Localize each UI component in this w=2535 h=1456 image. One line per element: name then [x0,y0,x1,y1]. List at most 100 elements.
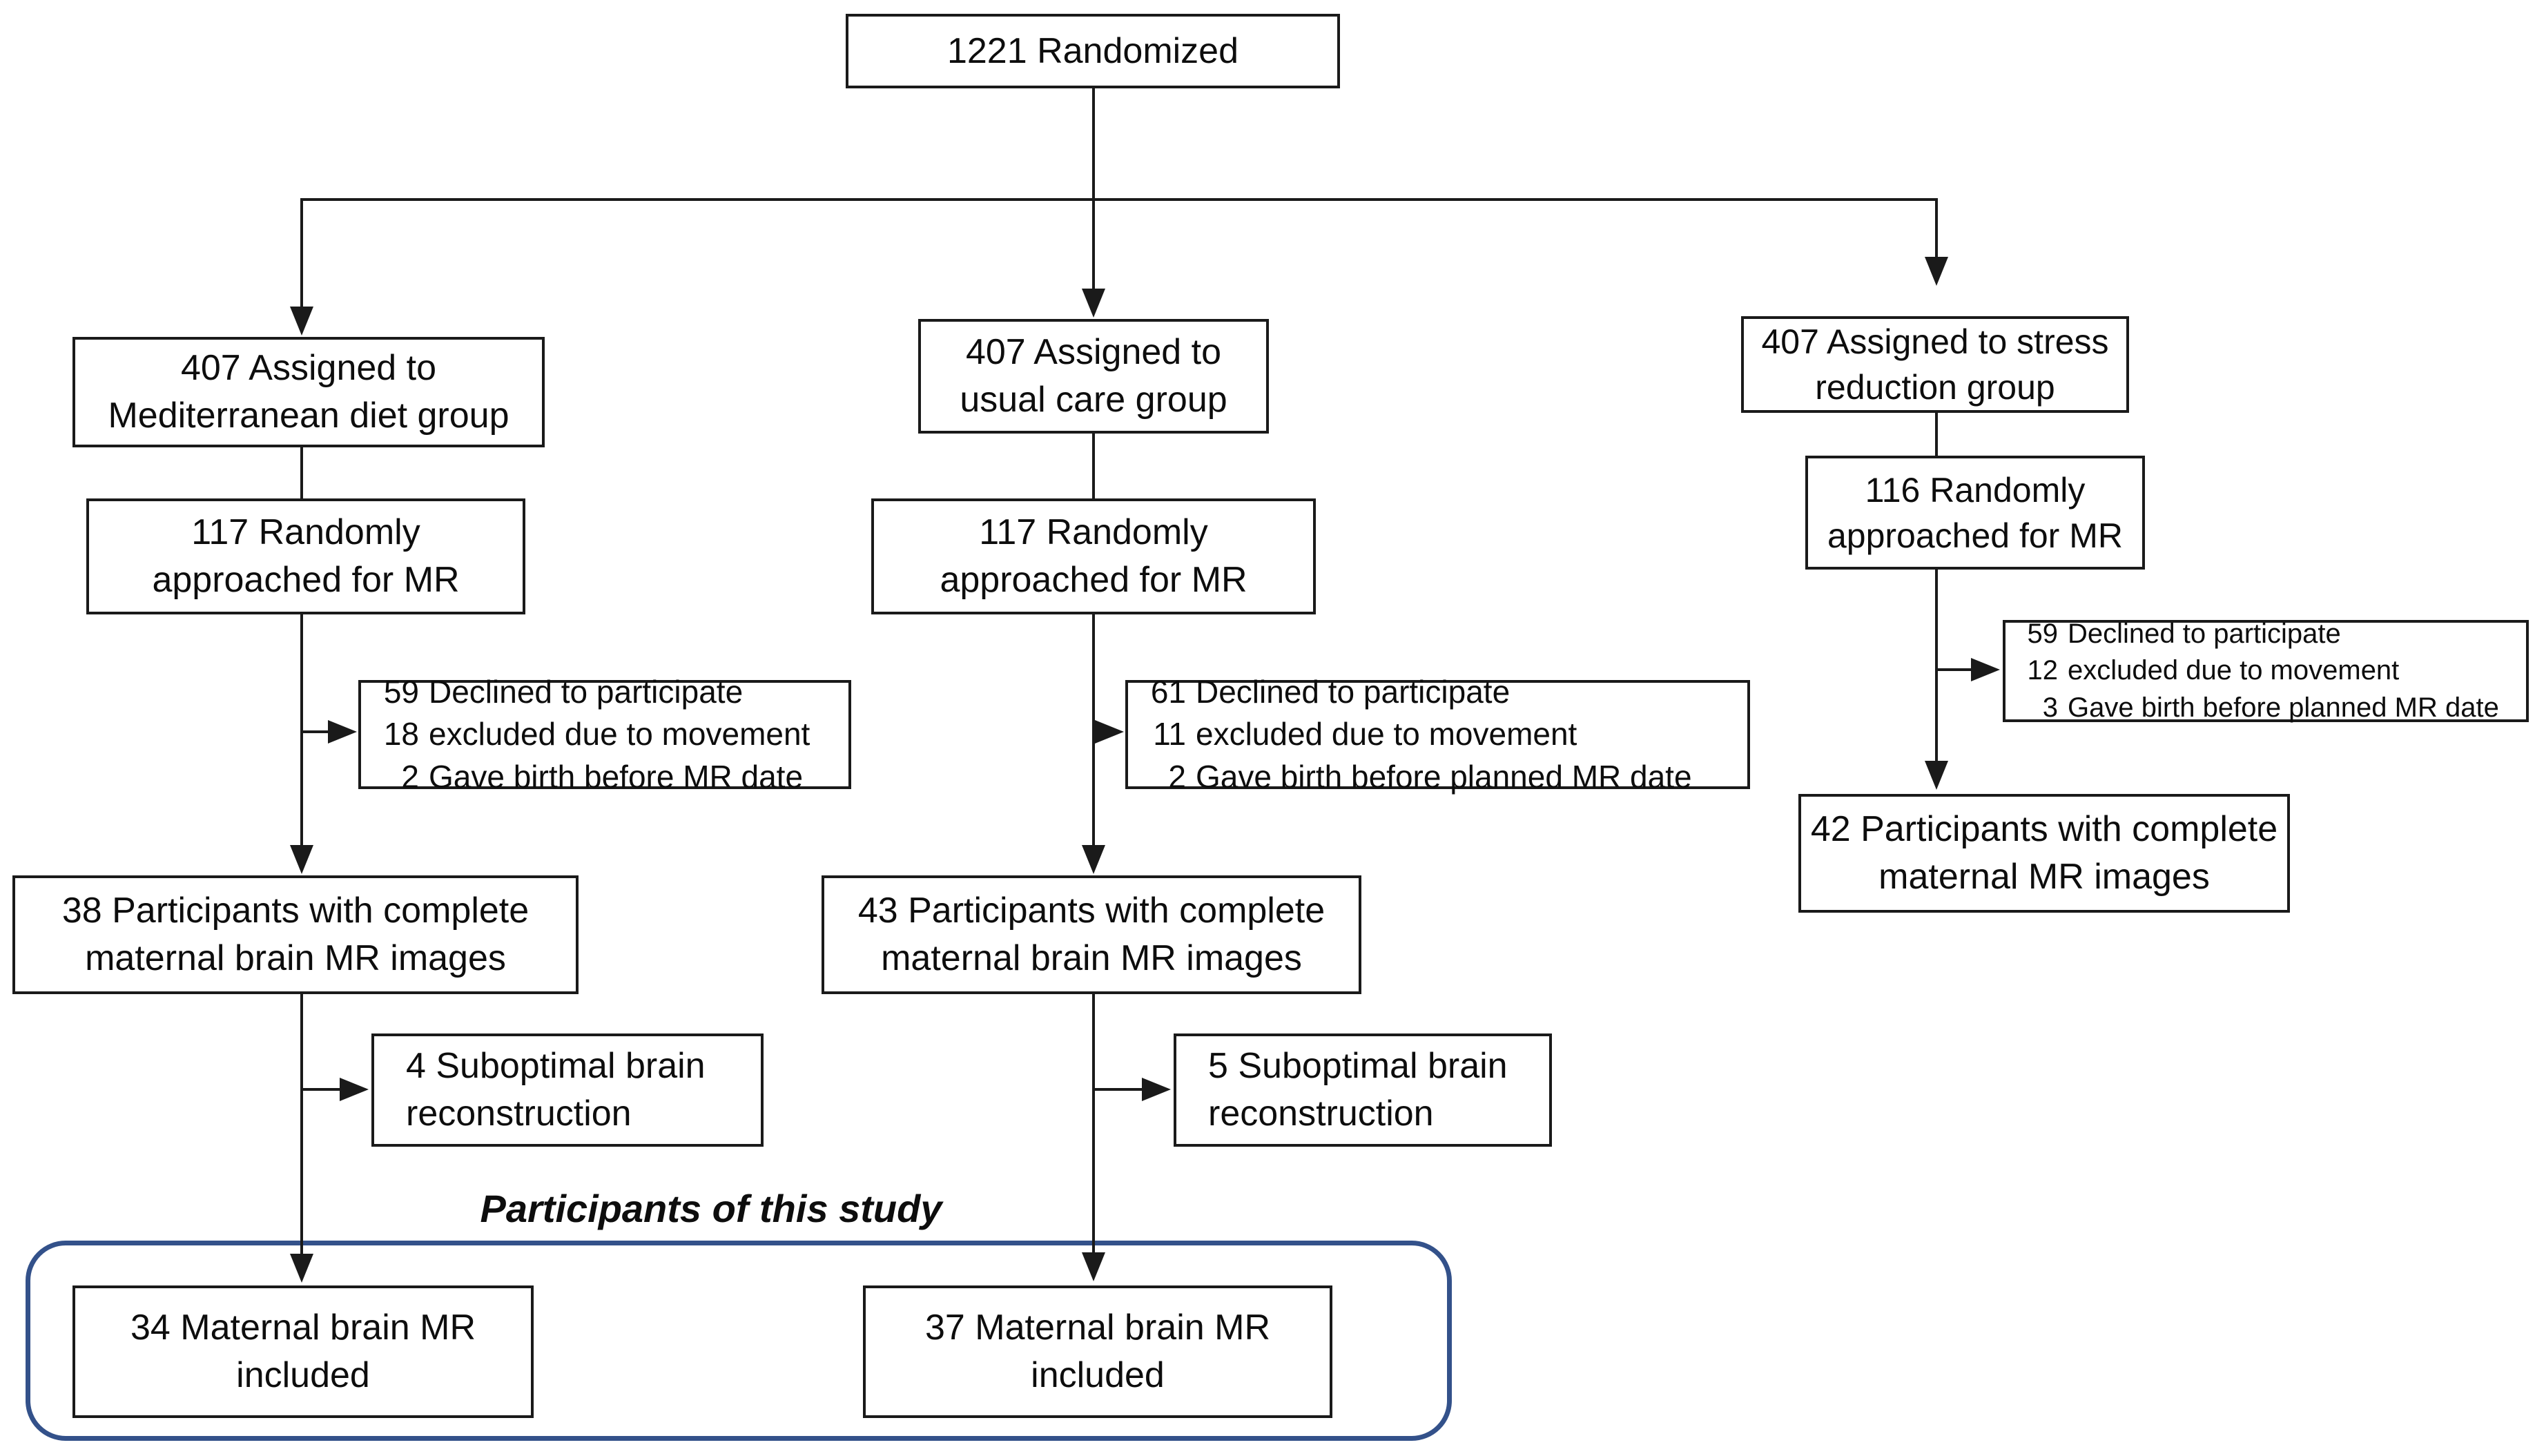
usual-excluded-row2-count: 11 [1153,716,1186,753]
med-excluded-row1-label: Declined to participate [429,673,744,710]
connector-med-excluded-branch [300,730,329,733]
usual-excluded-row3-label: Gave birth before planned MR date [1196,758,1692,795]
stress-excluded-row2-label: excluded due to movement [2068,655,2400,686]
med-excluded-row1-count: 59 [383,673,419,710]
med-excluded-row3-count: 2 [401,758,419,795]
med-excluded-row3: 2 Gave birth before MR date [379,756,842,799]
connector-usual-suboptimal-branch [1092,1088,1142,1091]
connector-left-drop [300,198,303,308]
connector-stress-excluded-branch [1935,668,1971,671]
box-med-approached: 117 Randomly approached for MR [86,498,525,614]
box-med-included-line2: included [236,1355,370,1395]
connector-right-drop [1935,198,1938,258]
box-med-assigned: 407 Assigned to Mediterranean diet group [72,337,545,447]
box-usual-approached-line1: 117 Randomly [979,512,1208,553]
box-usual-complete-line2: maternal brain MR images [881,938,1302,978]
box-stress-excluded: 59 Declined to participate 12 excluded d… [2003,619,2529,723]
arrowhead-med-excluded [328,720,357,744]
stress-excluded-row2-count: 12 [2027,655,2059,686]
arrowhead-usual-excluded [1095,720,1124,744]
stress-excluded-row2: 12 excluded due to movement [2023,652,2519,690]
box-usual-assigned-line2: usual care group [960,380,1227,420]
usual-excluded-row1-label: Declined to participate [1196,673,1511,710]
med-excluded-row2-label: excluded due to movement [429,716,810,753]
box-med-suboptimal-line2: reconstruction [406,1094,632,1134]
box-randomized-text: 1221 Randomized [946,30,1239,71]
participants-highlight-frame [26,1241,1452,1441]
box-med-suboptimal-line1: 4 Suboptimal brain [406,1046,706,1087]
box-randomized: 1221 Randomized [846,14,1340,88]
box-usual-approached: 117 Randomly approached for MR [871,498,1316,614]
usual-excluded-row1-count: 61 [1150,673,1186,710]
connector-usual-complete-included [1092,994,1095,1252]
box-med-assigned-line1: 407 Assigned to [180,348,437,389]
usual-excluded-row3: 2 Gave birth before planned MR date [1146,756,1740,799]
connector-stress-approached-complete [1935,570,1938,762]
connector-med-complete-included [300,994,303,1255]
stress-excluded-row1-count: 59 [2027,618,2059,649]
participants-annotation: Participants of this study [480,1187,942,1230]
box-stress-approached-line1: 116 Randomly [1865,470,2086,509]
connector-med-suboptimal-branch [300,1088,340,1091]
box-med-excluded: 59 Declined to participate 18 excluded d… [358,674,851,795]
arrowhead-med-suboptimal [340,1078,369,1101]
box-med-assigned-line2: Mediterranean diet group [108,396,509,436]
med-excluded-row2-count: 18 [383,716,419,753]
box-med-approached-line1: 117 Randomly [191,512,420,553]
stress-excluded-row3: 3 Gave birth before planned MR date [2023,690,2519,727]
box-usual-suboptimal: 5 Suboptimal brain reconstruction [1174,1033,1552,1147]
arrowhead-med-included [290,1254,313,1283]
arrowhead-usual-included [1082,1252,1105,1281]
stress-excluded-row3-count: 3 [2042,692,2058,723]
box-stress-complete-line2: maternal MR images [1878,857,2210,897]
box-med-complete: 38 Participants with complete maternal b… [12,875,579,994]
box-med-included: 34 Maternal brain MR included [72,1285,534,1418]
box-usual-complete: 43 Participants with complete maternal b… [822,875,1361,994]
connector-branch-horizontal [300,198,1938,201]
box-med-approached-line2: approached for MR [152,560,460,600]
box-usual-included: 37 Maternal brain MR included [863,1285,1332,1418]
connector-stress-assigned-approached [1935,411,1938,456]
box-stress-assigned: 407 Assigned to stress reduction group [1741,316,2129,413]
arrowhead-med-complete [290,845,313,874]
arrowhead-mid-drop [1082,289,1105,318]
stress-excluded-row3-label: Gave birth before planned MR date [2068,692,2499,723]
box-med-complete-line1: 38 Participants with complete [61,891,530,931]
arrowhead-stress-excluded [1971,658,2000,681]
med-excluded-row2: 18 excluded due to movement [379,713,842,756]
box-usual-complete-line1: 43 Participants with complete [857,891,1325,931]
arrowhead-left-drop [290,307,313,336]
arrowhead-stress-complete [1925,761,1948,790]
usual-excluded-row1: 61 Declined to participate [1146,671,1740,714]
box-stress-complete-line1: 42 Participants with complete [1810,809,2278,850]
med-excluded-row1: 59 Declined to participate [379,671,842,714]
usual-excluded-row3-count: 2 [1168,758,1186,795]
connector-med-assigned-approached [300,447,303,498]
arrowhead-usual-complete [1082,845,1105,874]
box-stress-approached: 116 Randomly approached for MR [1805,456,2145,570]
stress-excluded-row1: 59 Declined to participate [2023,616,2519,653]
usual-excluded-row2: 11 excluded due to movement [1146,713,1740,756]
box-usual-included-line2: included [1031,1355,1165,1395]
stress-excluded-row1-label: Declined to participate [2068,618,2341,649]
arrowhead-right-drop [1925,257,1948,286]
connector-top-vertical [1092,87,1095,200]
box-med-suboptimal: 4 Suboptimal brain reconstruction [371,1033,764,1147]
med-excluded-row3-label: Gave birth before MR date [429,758,804,795]
box-usual-approached-line2: approached for MR [940,560,1247,600]
box-usual-excluded: 61 Declined to participate 11 excluded d… [1125,674,1750,795]
box-usual-assigned: 407 Assigned to usual care group [918,319,1269,434]
connector-mid-drop [1092,198,1095,290]
box-usual-assigned-line1: 407 Assigned to [965,332,1222,373]
box-stress-approached-line2: approached for MR [1827,516,2123,555]
box-stress-assigned-line1: 407 Assigned to stress [1761,322,2109,361]
box-usual-suboptimal-line2: reconstruction [1208,1094,1434,1134]
connector-usual-assigned-approached [1092,434,1095,498]
box-med-included-line1: 34 Maternal brain MR [130,1308,476,1348]
box-usual-suboptimal-line1: 5 Suboptimal brain [1208,1046,1508,1087]
usual-excluded-row2-label: excluded due to movement [1196,716,1577,753]
box-med-complete-line2: maternal brain MR images [85,938,506,978]
box-stress-assigned-line2: reduction group [1815,368,2055,407]
arrowhead-usual-suboptimal [1142,1078,1171,1101]
